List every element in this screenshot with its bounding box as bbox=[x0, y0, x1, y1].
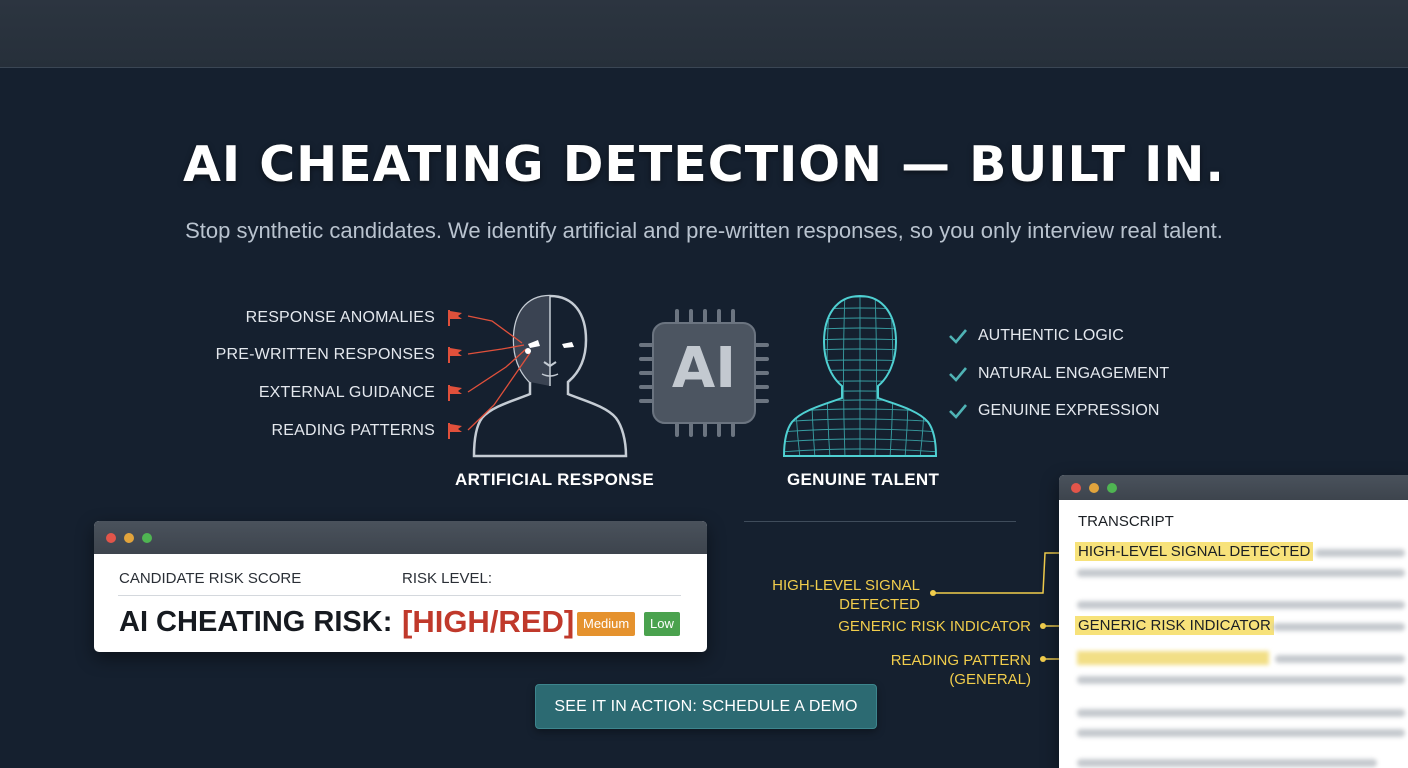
blurred-text bbox=[1077, 569, 1405, 577]
flag-label-response-anomalies: RESPONSE ANOMALIES bbox=[245, 309, 435, 326]
window-titlebar bbox=[94, 521, 707, 554]
red-flag-icon bbox=[448, 310, 462, 326]
red-flag-icon bbox=[448, 347, 462, 363]
blurred-text bbox=[1315, 549, 1405, 557]
check-icon bbox=[949, 367, 967, 382]
check-label: GENUINE EXPRESSION bbox=[978, 402, 1160, 419]
risk-high-value: [HIGH/RED] bbox=[402, 604, 575, 639]
window-titlebar bbox=[1059, 475, 1408, 500]
ai-chip-icon bbox=[639, 309, 769, 437]
section-divider bbox=[744, 521, 1016, 522]
window-maximize-dot[interactable] bbox=[142, 532, 152, 543]
badge-low[interactable]: Low bbox=[644, 612, 680, 636]
window-minimize-dot[interactable] bbox=[124, 532, 134, 543]
risk-main-text: AI CHEATING RISK: bbox=[119, 606, 393, 638]
check-icon bbox=[949, 329, 967, 344]
blurred-text bbox=[1077, 601, 1405, 609]
red-flag-icon bbox=[448, 423, 462, 439]
transcript-panel: TRANSCRIPT HIGH-LEVEL SIGNAL DETECTED GE… bbox=[1059, 475, 1408, 768]
blurred-text bbox=[1077, 729, 1405, 737]
caption-genuine-talent: GENUINE TALENT bbox=[787, 470, 940, 489]
callout-connectors bbox=[930, 552, 1075, 662]
transcript-highlight-high-level: HIGH-LEVEL SIGNAL DETECTED bbox=[1075, 542, 1314, 561]
blurred-text bbox=[1077, 759, 1377, 767]
blurred-text bbox=[1273, 623, 1405, 631]
check-icon bbox=[949, 404, 967, 419]
check-item-natural-engagement: NATURAL ENGAGEMENT bbox=[948, 365, 1169, 383]
callout-generic-risk: GENERIC RISK INDICATOR bbox=[838, 618, 1031, 635]
blurred-text bbox=[1275, 655, 1405, 663]
red-flag-icon bbox=[448, 385, 462, 401]
top-bar bbox=[0, 0, 1408, 68]
blurred-text bbox=[1077, 676, 1405, 684]
flag-label-external-guidance: EXTERNAL GUIDANCE bbox=[258, 384, 435, 401]
schedule-demo-button[interactable]: SEE IT IN ACTION: SCHEDULE A DEMO bbox=[535, 684, 877, 729]
callout-high-level-signal: HIGH-LEVEL SIGNAL DETECTED bbox=[772, 577, 920, 613]
badge-medium[interactable]: Medium bbox=[577, 612, 636, 636]
transcript-highlight-generic: GENERIC RISK INDICATOR bbox=[1075, 616, 1274, 635]
blurred-highlight bbox=[1077, 651, 1269, 665]
caption-artificial-response: ARTIFICIAL RESPONSE bbox=[455, 470, 655, 489]
risk-card-separator bbox=[118, 595, 681, 596]
connector-lines bbox=[467, 315, 531, 431]
flag-label-reading-patterns: READING PATTERNS bbox=[271, 422, 435, 439]
risk-score-card: CANDIDATE RISK SCORE RISK LEVEL: AI CHEA… bbox=[94, 521, 707, 652]
page-title: AI CHEATING DETECTION — BUILT IN. bbox=[183, 136, 1225, 193]
check-label: AUTHENTIC LOGIC bbox=[978, 327, 1124, 344]
window-close-dot[interactable] bbox=[1071, 482, 1081, 493]
risk-level-label: RISK LEVEL: bbox=[402, 570, 493, 587]
wireframe-head-icon bbox=[782, 294, 938, 457]
ai-chip-label: AI bbox=[671, 336, 737, 401]
blurred-text bbox=[1077, 709, 1405, 717]
window-minimize-dot[interactable] bbox=[1089, 482, 1099, 493]
check-label: NATURAL ENGAGEMENT bbox=[978, 365, 1170, 382]
transcript-title: TRANSCRIPT bbox=[1078, 513, 1174, 530]
check-item-genuine-expression: GENUINE EXPRESSION bbox=[948, 402, 1159, 420]
risk-score-label: CANDIDATE RISK SCORE bbox=[119, 570, 302, 587]
callout-reading-pattern: READING PATTERN (GENERAL) bbox=[890, 652, 1031, 688]
check-item-authentic-logic: AUTHENTIC LOGIC bbox=[948, 327, 1124, 345]
flag-label-pre-written: PRE-WRITTEN RESPONSES bbox=[215, 346, 435, 363]
page-subtitle: Stop synthetic candidates. We identify a… bbox=[185, 218, 1223, 243]
window-maximize-dot[interactable] bbox=[1107, 482, 1117, 493]
window-close-dot[interactable] bbox=[106, 532, 116, 543]
